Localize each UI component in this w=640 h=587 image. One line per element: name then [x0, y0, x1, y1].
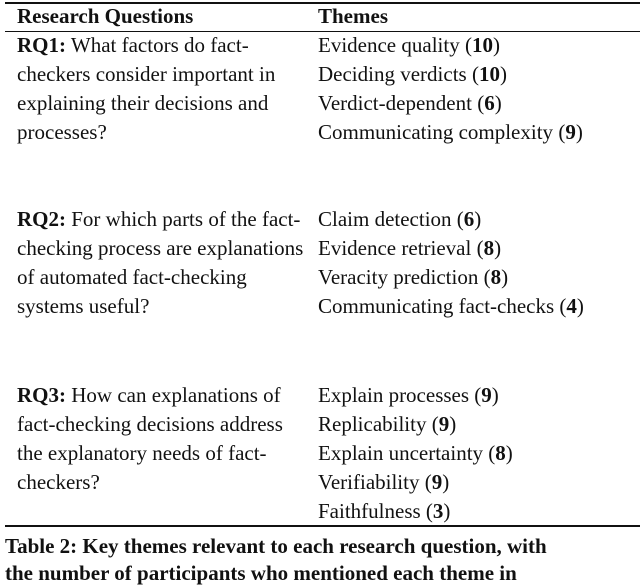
themes-list-rq1: Evidence quality (10) Deciding verdicts … — [318, 31, 638, 147]
theme-item: Evidence retrieval (8) — [318, 236, 502, 260]
research-question-rq1: RQ1: What factors do fact-checkers consi… — [17, 31, 313, 147]
theme-item: Verdict-dependent (6) — [318, 91, 502, 115]
theme-item: Evidence quality (10) — [318, 33, 500, 57]
caption-line-1: Table 2: Key themes relevant to each res… — [5, 534, 547, 558]
theme-item: Verifiability (9) — [318, 470, 450, 494]
header-themes: Themes — [318, 4, 388, 28]
research-question-rq2: RQ2: For which parts of the fact-checkin… — [17, 205, 313, 321]
rq2-label: RQ2: — [17, 207, 66, 231]
theme-item: Deciding verdicts (10) — [318, 62, 507, 86]
theme-item: Communicating fact-checks (4) — [318, 294, 584, 318]
theme-item: Veracity prediction (8) — [318, 265, 509, 289]
themes-list-rq3: Explain processes (9) Replicability (9) … — [318, 381, 638, 526]
theme-item: Communicating complexity (9) — [318, 120, 583, 144]
research-question-rq3: RQ3: How can explanations of fact-checki… — [17, 381, 313, 497]
table-header-rule — [5, 31, 640, 32]
table-caption: Table 2: Key themes relevant to each res… — [5, 533, 640, 587]
theme-item: Explain uncertainty (8) — [318, 441, 513, 465]
theme-item: Claim detection (6) — [318, 207, 482, 231]
rq1-label: RQ1: — [17, 33, 66, 57]
theme-item: Replicability (9) — [318, 412, 457, 436]
header-research-questions: Research Questions — [17, 4, 194, 28]
themes-list-rq2: Claim detection (6) Evidence retrieval (… — [318, 205, 638, 321]
rq2-text: For which parts of the fact-checking pro… — [17, 207, 304, 318]
table-bottom-rule — [5, 525, 640, 527]
table-top-rule — [5, 2, 640, 4]
rq3-text: How can explanations of fact-checking de… — [17, 383, 283, 494]
theme-item: Faithfulness (3) — [318, 499, 451, 523]
rq3-label: RQ3: — [17, 383, 66, 407]
caption-line-2: the number of participants who mentioned… — [5, 561, 517, 585]
rq1-text: What factors do fact-checkers consider i… — [17, 33, 276, 144]
theme-item: Explain processes (9) — [318, 383, 499, 407]
